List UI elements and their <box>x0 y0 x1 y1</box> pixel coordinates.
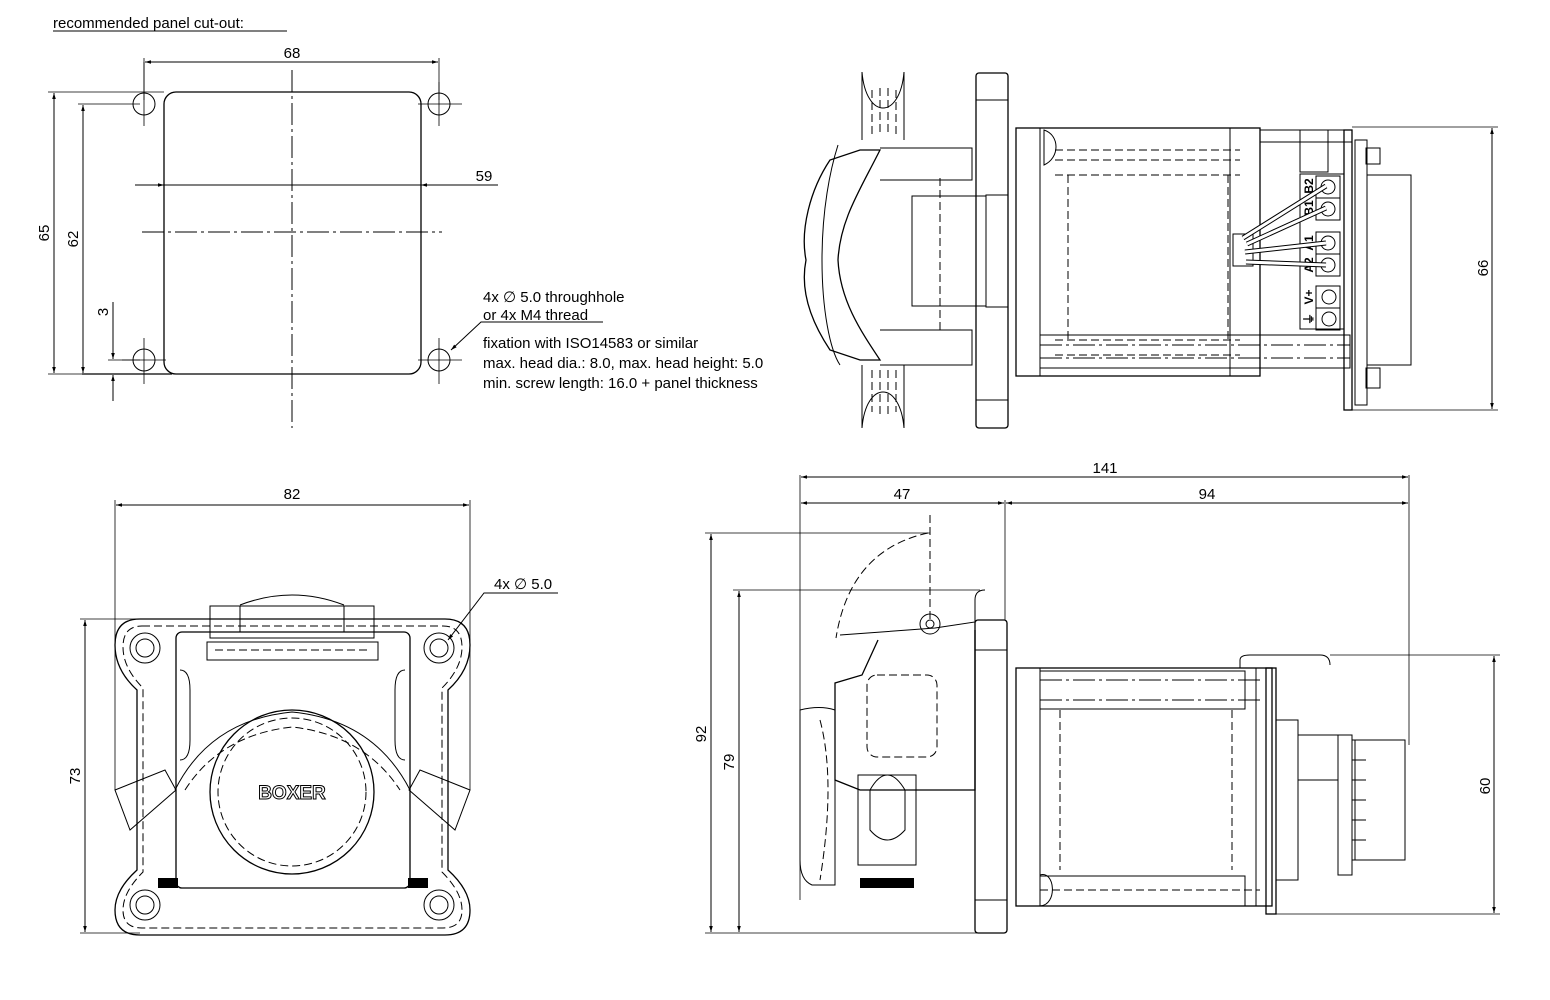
panel-cutout-title: recommended panel cut-out: <box>53 15 287 32</box>
fixation-note-line: max. head dia.: 8.0, max. head height: 5… <box>483 355 763 372</box>
cutout-notes: 4x ∅ 5.0 throughhole or 4x M4 thread fix… <box>483 289 763 392</box>
dim-62: 62 <box>65 231 82 248</box>
front-view: BOXER 82 73 4x ∅ 5.0 <box>67 486 558 936</box>
dim-59: 59 <box>476 168 493 185</box>
panel-cutout-view: 68 59 65 62 3 <box>36 45 603 428</box>
dim-65: 65 <box>36 225 53 242</box>
title-text: recommended panel cut-out: <box>53 15 244 32</box>
dim-141: 141 <box>1092 460 1117 477</box>
hole-note-line: or 4x M4 thread <box>483 307 588 324</box>
dim-94: 94 <box>1199 486 1216 503</box>
fixation-note-line: fixation with ISO14583 or similar <box>483 335 698 352</box>
dim-47: 47 <box>894 486 911 503</box>
top-view: B2 B1 A1 A2 V+ ⏚ 66 <box>803 71 1498 429</box>
dim-79: 79 <box>721 754 738 771</box>
cutout-rectangle <box>163 91 422 375</box>
terminal-label-ground: ⏚ <box>1302 313 1316 325</box>
fixation-note-line: min. screw length: 16.0 + panel thicknes… <box>483 375 758 392</box>
side-view: 141 47 94 92 79 60 <box>693 460 1500 934</box>
front-hole-note: 4x ∅ 5.0 <box>494 576 552 593</box>
terminal-label-vplus: V+ <box>1302 289 1316 304</box>
dim-82: 82 <box>284 486 301 503</box>
dim-60: 60 <box>1477 778 1494 795</box>
dim-73: 73 <box>67 768 84 785</box>
dim-66: 66 <box>1475 260 1492 277</box>
dim-92: 92 <box>693 726 710 743</box>
hole-note-line: 4x ∅ 5.0 throughhole <box>483 289 625 306</box>
dim-3: 3 <box>95 308 112 316</box>
rotor-cover <box>209 709 375 875</box>
terminal-label-b2: B2 <box>1302 178 1316 194</box>
motor-wires <box>1232 183 1328 268</box>
brand-logo: BOXER <box>258 783 326 804</box>
front-flange <box>114 618 471 936</box>
mount-holes <box>129 632 455 921</box>
dim-68: 68 <box>284 45 301 62</box>
